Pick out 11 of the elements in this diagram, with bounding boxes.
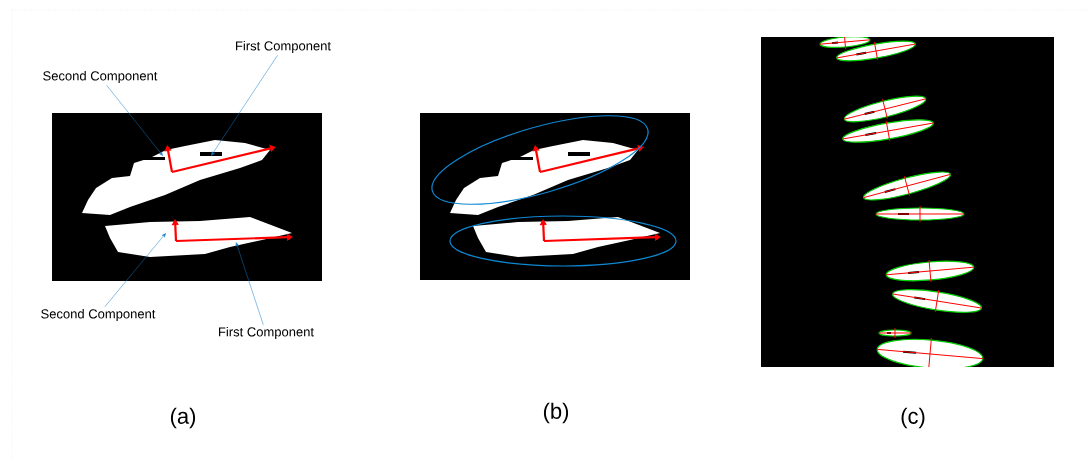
panel-label: (c) — [901, 407, 925, 429]
callout-label: Second Component — [43, 70, 158, 84]
leader-line — [104, 233, 166, 307]
leader-line — [235, 242, 264, 325]
panel-label: (b) — [543, 402, 569, 424]
callout-label: Second Component — [41, 308, 156, 322]
callout-label: First Component — [219, 326, 314, 340]
callout-label: First Component — [236, 40, 331, 54]
panel-label: (a) — [170, 407, 196, 429]
leader-line — [106, 85, 163, 156]
leader-line — [211, 55, 278, 156]
